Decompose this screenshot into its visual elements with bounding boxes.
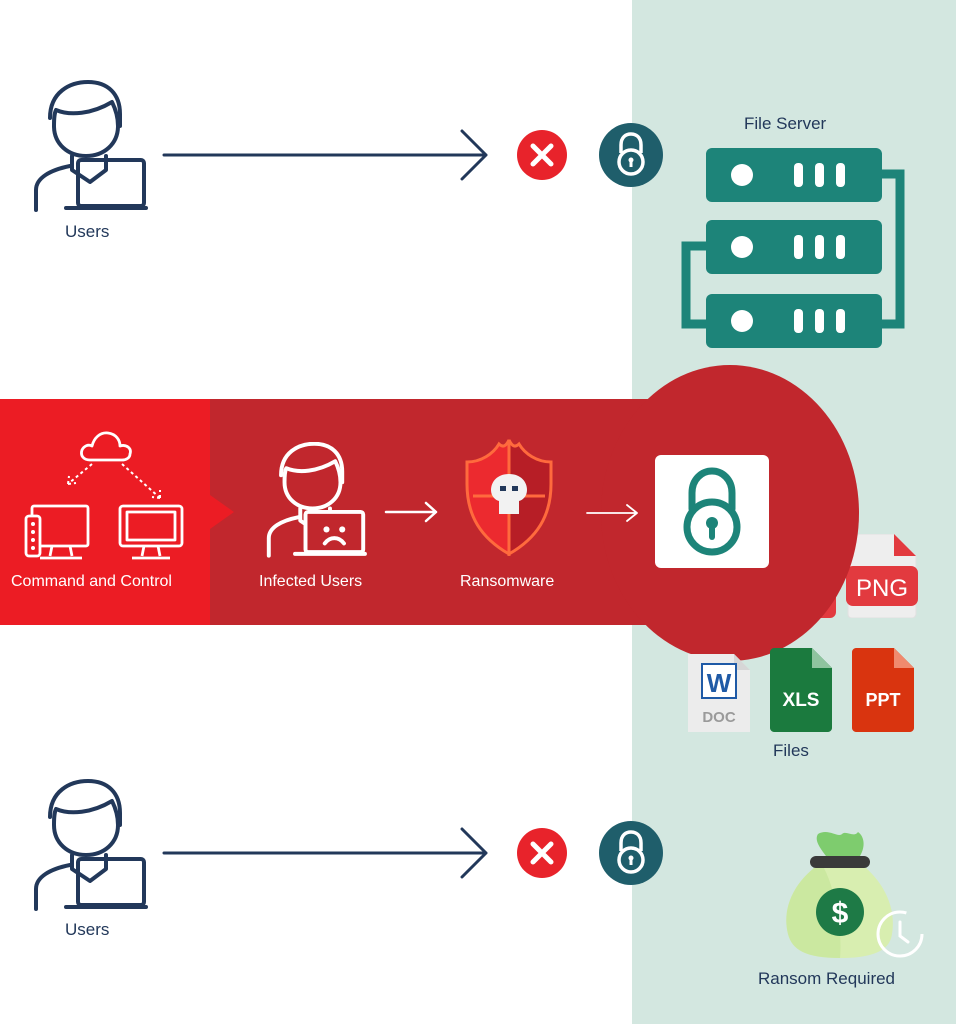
arrow-ransomware-to-lock — [586, 504, 638, 522]
ppt-file-icon: PPT — [852, 648, 914, 732]
tv-remote-icon — [24, 504, 90, 560]
command-control-panel — [0, 399, 234, 625]
cloud-icon — [67, 431, 161, 499]
xls-file-text: XLS — [783, 690, 820, 711]
doc-file-text: DOC — [702, 709, 736, 726]
blocked-x-icon-bottom — [517, 828, 567, 878]
ransom-required-label: Ransom Required — [758, 969, 896, 988]
lock-icon-large — [683, 467, 741, 556]
user-icon-bottom — [34, 779, 148, 911]
xls-file-icon: XLS — [770, 648, 832, 732]
arrow-top — [162, 129, 488, 181]
server-icon — [681, 148, 905, 348]
arrow-infected-to-ransomware — [384, 501, 438, 523]
png-file-icon: PNG — [846, 534, 918, 618]
dollar-sign-text: $ — [832, 897, 849, 930]
blocked-x-icon-top — [517, 130, 567, 180]
ppt-file-text: PPT — [865, 690, 900, 710]
monitor-icon — [118, 504, 184, 560]
file-server-label: File Server — [744, 114, 827, 133]
png-file-text: PNG — [856, 575, 908, 602]
user-icon-top — [34, 80, 148, 212]
ransomware-shield-icon — [465, 439, 553, 556]
users-top-label: Users — [65, 222, 110, 241]
infected-user-icon — [266, 442, 367, 558]
command-control-label: Command and Control — [11, 573, 172, 590]
money-bag-icon: $ — [786, 832, 924, 958]
doc-file-icon: W DOC — [688, 654, 750, 732]
infected-users-label: Infected Users — [259, 573, 363, 590]
ransomware-label: Ransomware — [460, 573, 555, 590]
word-letter-text: W — [707, 668, 732, 698]
files-label: Files — [773, 741, 809, 760]
lock-icon-bottom — [599, 821, 663, 885]
arrow-bottom — [162, 827, 488, 879]
lock-icon-top — [599, 123, 663, 187]
users-bottom-label: Users — [65, 920, 110, 939]
